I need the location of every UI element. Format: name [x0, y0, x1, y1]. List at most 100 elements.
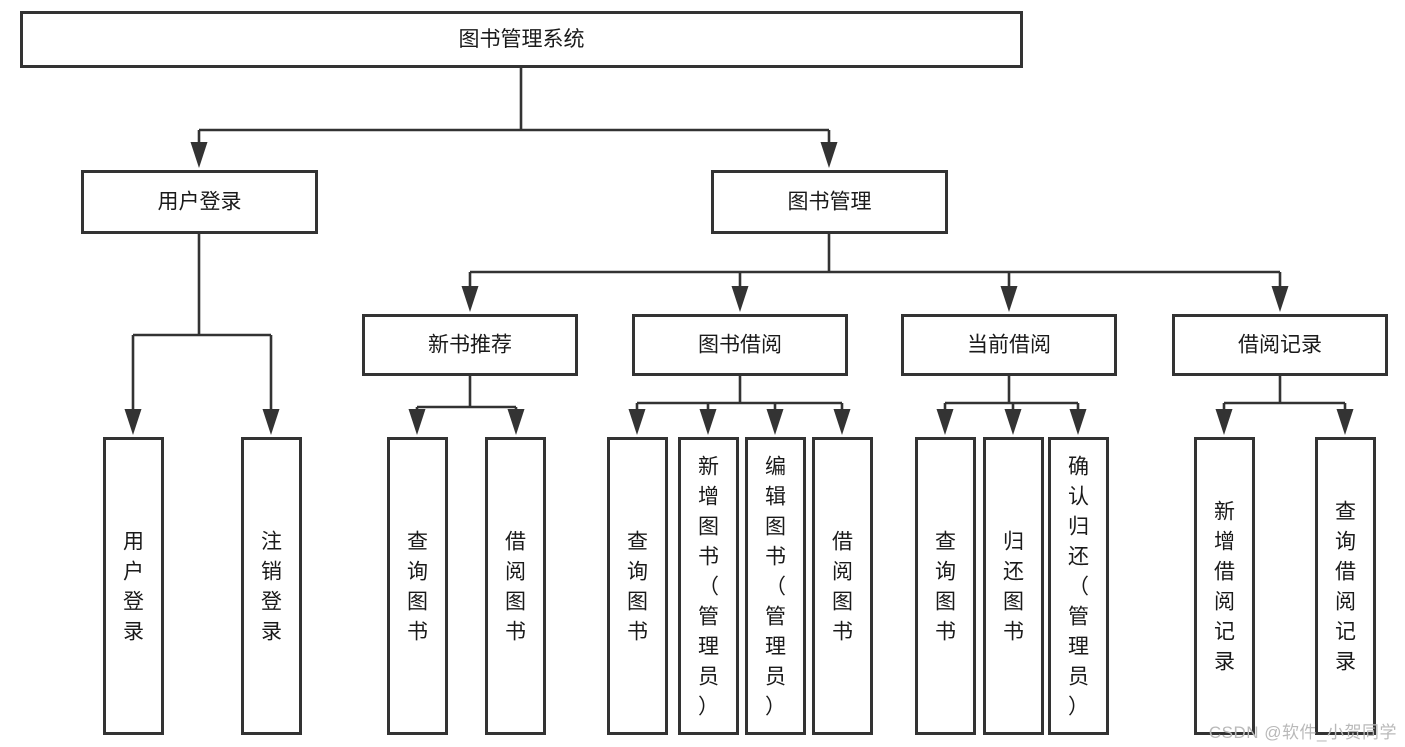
arrow-head-icon [1336, 409, 1354, 435]
node-label-char: 图 [698, 516, 719, 539]
node-box[interactable] [485, 437, 546, 735]
arrow-head-icon [190, 142, 208, 168]
node-label-char: 书 [1003, 621, 1024, 644]
node-user-login[interactable]: 用户登录 [81, 170, 318, 234]
connector-book-manage [461, 234, 1289, 312]
node-label-char: 理 [698, 636, 719, 659]
node-label-char: 用 [123, 531, 144, 554]
node-label-char: 登 [261, 591, 282, 614]
node-box[interactable] [81, 170, 318, 234]
connector-book-borrow [628, 376, 851, 435]
arrow-head-icon [766, 409, 784, 435]
node-label-char: 理 [1068, 636, 1089, 659]
node-label-char: 户 [123, 561, 144, 584]
arrow-head-icon [1215, 409, 1233, 435]
node-current-borrow[interactable]: 当前借阅 [901, 314, 1117, 376]
node-label-char: （ [765, 576, 786, 599]
node-label-char: 认 [1068, 486, 1089, 509]
node-label-char: 书 [935, 621, 956, 644]
node-box[interactable] [711, 170, 948, 234]
node-label-char: 图 [1003, 591, 1024, 614]
node-box[interactable] [678, 437, 739, 735]
node-label-char: 录 [261, 621, 282, 644]
arrow-head-icon [731, 286, 749, 312]
node-label-char: 图 [935, 591, 956, 614]
arrow-head-icon [1004, 409, 1022, 435]
connector-new-book-rec [408, 376, 525, 435]
node-label: 当前借阅 [967, 334, 1051, 357]
node-label-char: 员 [1068, 666, 1089, 689]
node-box[interactable] [983, 437, 1044, 735]
node-box[interactable] [632, 314, 848, 376]
arrow-head-icon [699, 409, 717, 435]
watermark-text: CSDN @软件_小贺同学 [1208, 723, 1397, 742]
node-label-char: 记 [1214, 621, 1235, 644]
node-box[interactable] [103, 437, 164, 735]
node-box[interactable] [241, 437, 302, 735]
node-box[interactable] [362, 314, 578, 376]
node-label-char: 询 [627, 561, 648, 584]
node-label: 图书借阅 [698, 334, 782, 357]
node-box[interactable] [1315, 437, 1376, 735]
node-label-char: 询 [1335, 531, 1356, 554]
node-label-char: 录 [1214, 651, 1235, 674]
node-label-char: 借 [1214, 561, 1235, 584]
node-box[interactable] [607, 437, 668, 735]
node-label-char: 阅 [1214, 591, 1235, 614]
node-label-char: 查 [1335, 501, 1356, 524]
node-label: 借阅记录 [1238, 334, 1322, 357]
connectors-layer [124, 68, 1354, 435]
node-box[interactable] [1048, 437, 1109, 735]
node-box[interactable] [745, 437, 806, 735]
node-label-char: 图 [407, 591, 428, 614]
node-label-char: ） [1068, 696, 1089, 719]
node-box[interactable] [387, 437, 448, 735]
node-label-char: 图 [765, 516, 786, 539]
node-label-char: 查 [627, 531, 648, 554]
node-label-char: 借 [505, 531, 526, 554]
node-label-char: 编 [765, 456, 786, 479]
node-label-char: 还 [1068, 546, 1089, 569]
node-label-char: 注 [261, 531, 282, 554]
node-label-char: 阅 [832, 561, 853, 584]
node-leaf-user-login[interactable]: 用户登录 [103, 437, 164, 735]
node-borrow-record[interactable]: 借阅记录 [1172, 314, 1388, 376]
node-root[interactable]: 图书管理系统 [20, 11, 1023, 68]
node-label-char: 书 [505, 621, 526, 644]
node-box[interactable] [915, 437, 976, 735]
node-box[interactable] [812, 437, 873, 735]
node-label: 新书推荐 [428, 334, 512, 357]
node-label-char: 辑 [765, 486, 786, 509]
node-box[interactable] [1194, 437, 1255, 735]
node-label-char: 员 [765, 666, 786, 689]
node-box[interactable] [901, 314, 1117, 376]
arrow-head-icon [628, 409, 646, 435]
node-box[interactable] [1172, 314, 1388, 376]
node-label-char: 归 [1003, 531, 1024, 554]
connector-user-login [124, 234, 280, 435]
node-book-manage[interactable]: 图书管理 [711, 170, 948, 234]
arrow-head-icon [507, 409, 525, 435]
connector-borrow-record [1215, 376, 1354, 435]
node-box[interactable] [20, 11, 1023, 68]
node-new-book-rec[interactable]: 新书推荐 [362, 314, 578, 376]
arrow-head-icon [1000, 286, 1018, 312]
node-label-char: 登 [123, 591, 144, 614]
node-label-char: 查 [407, 531, 428, 554]
node-label-char: 阅 [505, 561, 526, 584]
arrow-head-icon [1271, 286, 1289, 312]
node-book-borrow[interactable]: 图书借阅 [632, 314, 848, 376]
